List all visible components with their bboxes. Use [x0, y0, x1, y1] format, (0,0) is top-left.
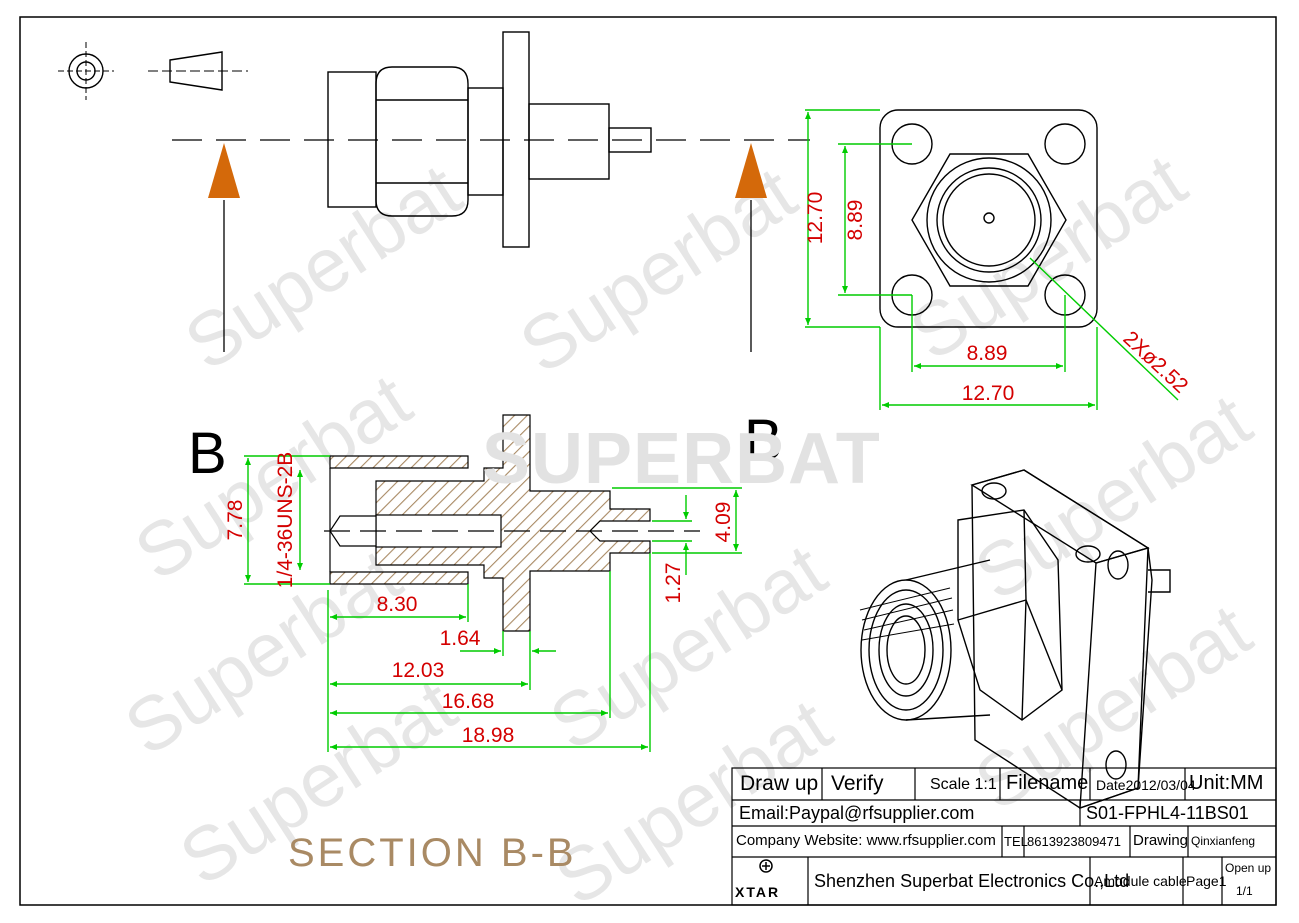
- tb-verify: Verify: [831, 772, 884, 795]
- dim-12-03: 12.03: [392, 659, 445, 682]
- section-dimension-lines: [244, 455, 742, 752]
- sheet-border: [19, 16, 1277, 906]
- tb-drawer: Qinxianfeng: [1191, 834, 1256, 848]
- section-arrow-icon: [208, 143, 240, 198]
- tb-email: Email:Paypal@rfsupplier.com: [739, 803, 975, 823]
- dim-16-68: 16.68: [442, 690, 495, 713]
- tb-date: Date2012/03/04: [1096, 777, 1196, 793]
- side-view: [327, 31, 652, 248]
- title-block: [731, 767, 1277, 906]
- dim-hole-diameter: 2Xø2.52: [1119, 327, 1193, 398]
- dim-flange-horizontal: 12.70: [962, 382, 1015, 405]
- tb-unit: Unit:MM: [1189, 772, 1264, 794]
- tb-draw-up: Draw up: [740, 772, 819, 795]
- dim-body-diameter: 7.78: [224, 500, 247, 541]
- dim-hole-spacing-vertical: 8.89: [844, 200, 867, 241]
- section-arrow-icon: [735, 143, 767, 198]
- tb-filename: Filename: [1006, 772, 1089, 794]
- front-view-dimension-lines: [805, 109, 1179, 410]
- dim-hole-spacing-horizontal: 8.89: [967, 342, 1008, 365]
- tb-module: Amodule cable: [1094, 873, 1187, 889]
- section-label: SECTION B-B: [288, 831, 577, 875]
- front-view: [879, 109, 1098, 328]
- dim-4-09: 4.09: [712, 502, 735, 543]
- section-marker-right: B: [744, 408, 783, 473]
- tb-page: Page1: [1186, 873, 1227, 889]
- connector-3d-illustration: [859, 469, 1171, 810]
- projection-symbol: [58, 42, 248, 100]
- xtar-logo-icon: [759, 859, 773, 873]
- brand-watermark: SUPERBAT: [482, 419, 881, 499]
- tb-drawing: Drawing: [1133, 832, 1189, 849]
- tb-open-pages: 1/1: [1236, 884, 1253, 898]
- tb-tel-label: TEL: [1004, 834, 1028, 849]
- tb-company: Shenzhen Superbat Electronics Co.,Ltd: [814, 871, 1130, 891]
- section-view: [324, 414, 700, 632]
- section-cut-line: [172, 139, 810, 352]
- dim-flange-vertical: 12.70: [804, 192, 827, 245]
- dim-8-30: 8.30: [377, 593, 418, 616]
- dim-1-64: 1.64: [440, 627, 481, 650]
- dim-18-98: 18.98: [462, 724, 515, 747]
- dim-1-27: 1.27: [662, 563, 685, 604]
- tb-tel: 8613923809471: [1027, 834, 1121, 849]
- tb-logo: XTAR: [735, 884, 781, 900]
- tb-open-up: Open up: [1225, 861, 1272, 875]
- tb-file-id: S01-FPHL4-11BS01: [1086, 803, 1249, 823]
- tb-scale: Scale 1:1: [930, 776, 997, 793]
- dim-thread: 1/4-36UNS-2B: [274, 452, 297, 589]
- section-marker-left: B: [188, 421, 227, 486]
- tb-website: Company Website: www.rfsupplier.com: [736, 832, 996, 849]
